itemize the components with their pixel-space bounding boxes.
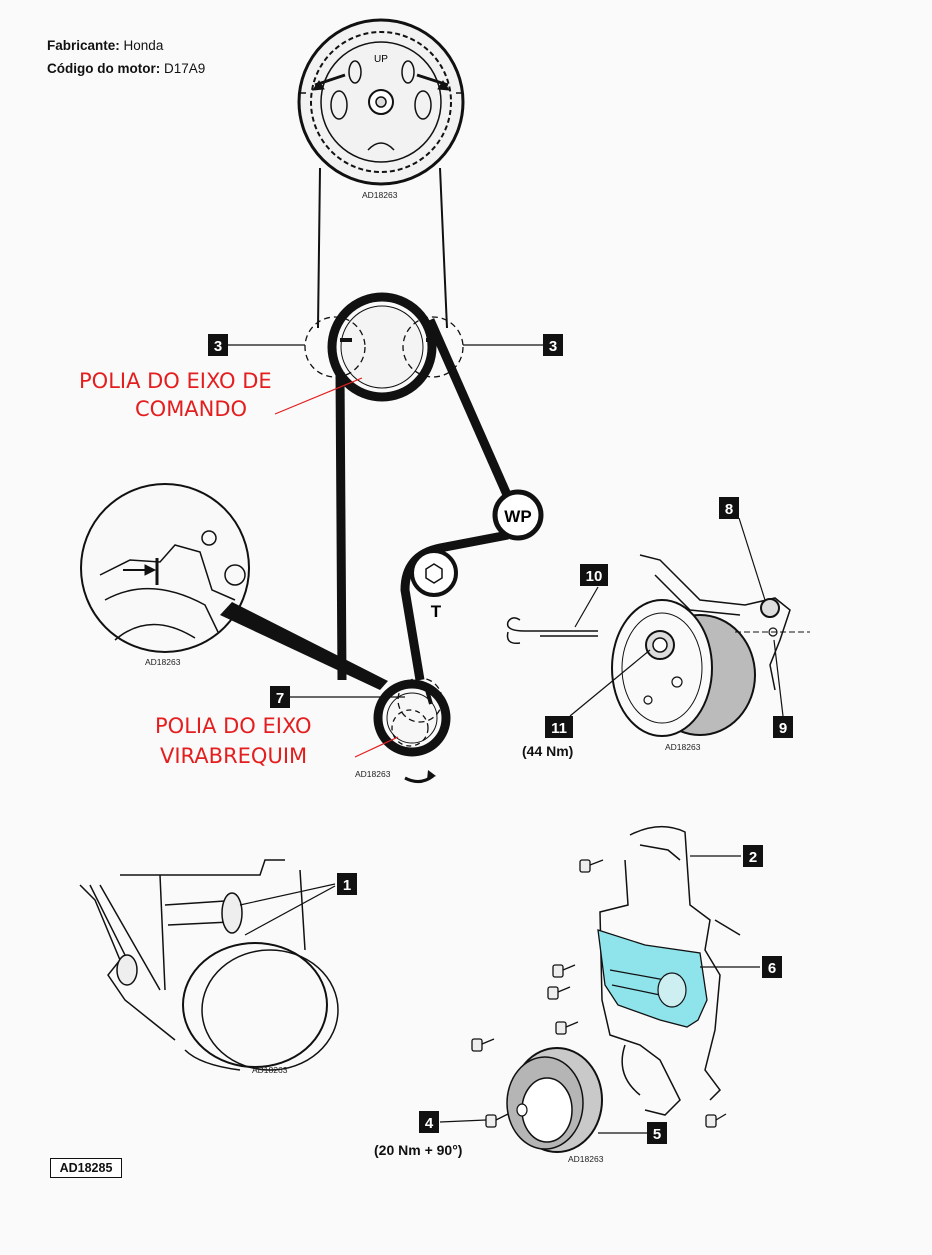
callout-3-left bbox=[208, 334, 228, 356]
engine-code-label: Código do motor: bbox=[47, 61, 161, 76]
svg-text:3: 3 bbox=[214, 338, 222, 355]
document-code-box: AD18285 bbox=[50, 1158, 122, 1178]
water-pump bbox=[492, 489, 544, 541]
camshaft-gear bbox=[297, 18, 465, 186]
camshaft-pulley-label-line1: POLIA DO EIXO DE bbox=[79, 369, 272, 393]
cam-gear-code: AD18263 bbox=[362, 190, 398, 200]
cover-assembly-code: AD18263 bbox=[568, 1154, 604, 1164]
water-pump-label: WP bbox=[504, 507, 531, 526]
belt-mark-circle-left bbox=[304, 316, 366, 378]
callout-9 bbox=[773, 716, 793, 738]
svg-text:2: 2 bbox=[749, 849, 757, 866]
timing-belt bbox=[327, 292, 513, 757]
crank-detail-code: AD18263 bbox=[145, 657, 181, 667]
svg-text:5: 5 bbox=[653, 1126, 661, 1143]
callout-11 bbox=[545, 716, 573, 738]
belt-layout-code: AD18263 bbox=[355, 769, 391, 779]
svg-text:6: 6 bbox=[768, 960, 776, 977]
crank-detail-magnifier bbox=[80, 483, 388, 690]
timing-cover-assembly bbox=[599, 826, 741, 1116]
svg-text:9: 9 bbox=[779, 720, 787, 737]
belt-mark-circle-right bbox=[402, 316, 464, 378]
engine-code-value: D17A9 bbox=[164, 61, 206, 76]
torque-crank-bolt: (20 Nm + 90°) bbox=[374, 1142, 462, 1158]
svg-text:4: 4 bbox=[425, 1115, 434, 1132]
callout-10 bbox=[580, 564, 608, 586]
cover-bolts bbox=[471, 859, 727, 1128]
svg-text:10: 10 bbox=[586, 568, 603, 585]
cam-mark-up: UP bbox=[374, 54, 388, 65]
crankshaft-pulley-label-line2: VIRABREQUIM bbox=[160, 744, 307, 768]
engine-block-view bbox=[79, 859, 339, 1071]
callout-3-right bbox=[543, 334, 563, 356]
callout-1 bbox=[337, 873, 357, 895]
svg-text:8: 8 bbox=[725, 501, 733, 518]
torque-tensioner-bolt: (44 Nm) bbox=[522, 743, 573, 759]
engine-code-line: Código do motor: D17A9 bbox=[47, 61, 205, 76]
callout-4 bbox=[419, 1111, 439, 1133]
belt-tensioner bbox=[410, 549, 458, 597]
svg-text:3: 3 bbox=[549, 338, 557, 355]
svg-text:1: 1 bbox=[343, 877, 351, 894]
cover-highlighted-part-6 bbox=[597, 929, 708, 1028]
svg-text:11: 11 bbox=[551, 720, 567, 737]
manufacturer-value: Honda bbox=[123, 38, 164, 53]
engine-block-code: AD18263 bbox=[252, 1065, 288, 1075]
crank-pulley-part-5 bbox=[506, 1047, 603, 1153]
tensioner-label: T bbox=[431, 602, 442, 621]
callout-8 bbox=[719, 497, 739, 519]
crankshaft-pulley-label-line1: POLIA DO EIXO bbox=[155, 714, 312, 738]
svg-text:7: 7 bbox=[276, 690, 284, 707]
camshaft-pulley-label-line2: COMANDO bbox=[135, 397, 247, 421]
crank-mark-circle bbox=[397, 677, 443, 723]
tensioner-assembly bbox=[506, 554, 810, 737]
callout-2 bbox=[743, 845, 763, 867]
tensioner-code: AD18263 bbox=[665, 742, 701, 752]
manufacturer-label: Fabricante: bbox=[47, 38, 120, 53]
manufacturer-line: Fabricante: Honda bbox=[47, 38, 163, 53]
callout-7 bbox=[270, 686, 290, 708]
callout-6 bbox=[762, 956, 782, 978]
callout-5 bbox=[647, 1122, 667, 1144]
